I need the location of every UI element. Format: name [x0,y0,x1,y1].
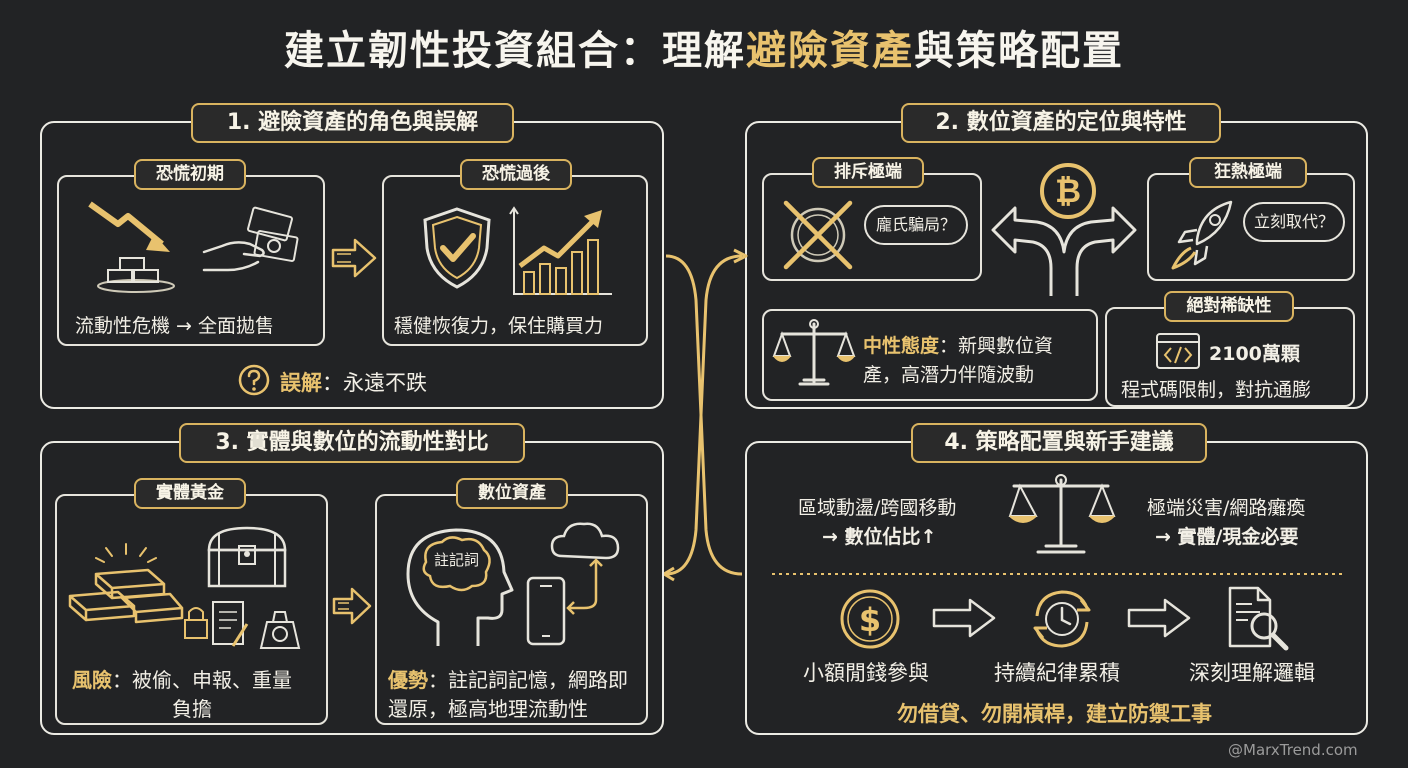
step-arrow-2 [1127,598,1191,638]
title-highlight: 避險資產 [746,28,914,74]
physical-risk-prefix: 風險 [72,668,112,692]
section1-label: 1. 避險資產的角色與誤解 [191,103,514,143]
bitcoin-icon: ₿ [1040,163,1096,219]
rising-chart-icon [509,206,612,295]
question-icon [238,364,270,396]
section3-label: 3. 實體與數位的流動性對比 [179,423,525,463]
scarcity-amount: 2100萬顆 [1209,343,1300,365]
neutral-prefix: 中性態度 [863,335,940,357]
digital-label: 數位資產 [456,478,568,509]
misconception-prefix: 誤解 [280,371,322,395]
right-scenario-line1: 極端災害/網路癱瘓 [1147,497,1306,519]
section4-footer: 勿借貸、勿開槓桿，建立防禦工事 [897,702,1212,726]
digital-adv-line1: 優勢：註記詞記憶，網路即 [388,664,628,693]
rocket-icon [1171,200,1233,270]
lock-doc-scale-icon [184,601,301,649]
phone-cloud-icon [526,522,620,646]
head-brain-icon [406,528,514,646]
title-suffix: 與策略配置 [914,28,1124,74]
crossed-coin-icon [783,200,853,270]
brain-text: 註記詞 [434,551,480,569]
misconception-rest: ：永遠不跌 [322,371,427,395]
digital-adv-prefix: 優勢 [388,668,428,692]
left-scenario-line1: 區域動盪/跨國移動 [798,497,957,519]
dollar-coin-icon: $ [840,589,900,649]
page-title: 建立韌性投資組合：理解避險資產與策略配置 [0,18,1408,76]
right-scenario-line2: → 實體/現金必要 [1155,522,1298,549]
section3-arrow-icon [332,587,372,625]
panic-after-caption: 穩健恢復力，保住購買力 [394,315,604,337]
exclude-label: 排斥極端 [812,157,924,188]
panic-after-label: 恐慌過後 [460,159,572,190]
section4-label: 4. 策略配置與新手建議 [911,423,1207,463]
misconception-text: 誤解：永遠不跌 [280,367,427,397]
digital-adv-rest: ：註記詞記憶，網路即 [428,668,628,692]
fanatic-bubble: 立刻取代？ [1243,202,1345,242]
physical-risk-rest: ：被偷、申報、重量 [112,668,292,692]
document-magnifier-icon [1228,586,1289,651]
balance-scale-icon [772,319,856,386]
neutral-line1-rest: ：新興數位資 [939,335,1054,357]
physical-risk-line2: 負擔 [172,697,212,721]
gold-bars-icon [97,257,175,293]
gold-ingots-icon [68,543,184,624]
scarcity-label: 絕對稀缺性 [1164,291,1294,322]
panic-early-label: 恐慌初期 [134,159,246,190]
physical-risk-line1: 風險：被偷、申報、重量 [72,664,292,693]
right-scenario-line2-text: → 實體/現金必要 [1155,526,1299,548]
section1-arrow-icon [331,238,377,278]
split-arrow-icon [991,206,1137,296]
section2-label: 2. 數位資產的定位與特性 [901,103,1221,143]
left-scenario-line2: → 數位佔比↑ [822,522,936,549]
physical-label: 實體黃金 [134,478,246,509]
neutral-line1: 中性態度：新興數位資 [863,331,1053,358]
svg-text:₿: ₿ [1055,172,1081,210]
digital-adv-line2: 還原，極高地理流動性 [388,697,588,721]
left-scenario-line2-text: → 數位佔比↑ [822,526,937,548]
scarcity-caption: 程式碼限制，對抗通膨 [1121,379,1312,401]
code-window-icon [1156,333,1200,369]
scale-icon [1008,474,1116,554]
hand-money-icon [202,206,299,272]
treasure-chest-icon [207,526,287,588]
cycle-clock-icon [1033,590,1091,648]
watermark: @MarxTrend.com [1228,741,1358,759]
exclude-bubble: 龐氏騙局？ [864,205,968,245]
svg-text:$: $ [859,601,881,639]
neutral-line2: 產，高潛力伴隨波動 [863,364,1035,386]
panic-early-caption: 流動性危機 → 全面拋售 [75,315,274,337]
cross-connector [662,248,748,582]
title-prefix: 建立韌性投資組合：理解 [284,28,746,74]
step-label-1: 小額閒錢參與 [803,661,929,685]
falling-chart-icon [88,201,170,252]
fanatic-label: 狂熱極端 [1189,157,1307,188]
neutral-box [762,309,1098,401]
step-arrow-1 [932,598,996,638]
dotted-divider [772,573,1344,575]
shield-check-icon [423,207,491,289]
step-label-3: 深刻理解邏輯 [1189,661,1315,685]
step-label-2: 持續紀律累積 [994,661,1120,685]
